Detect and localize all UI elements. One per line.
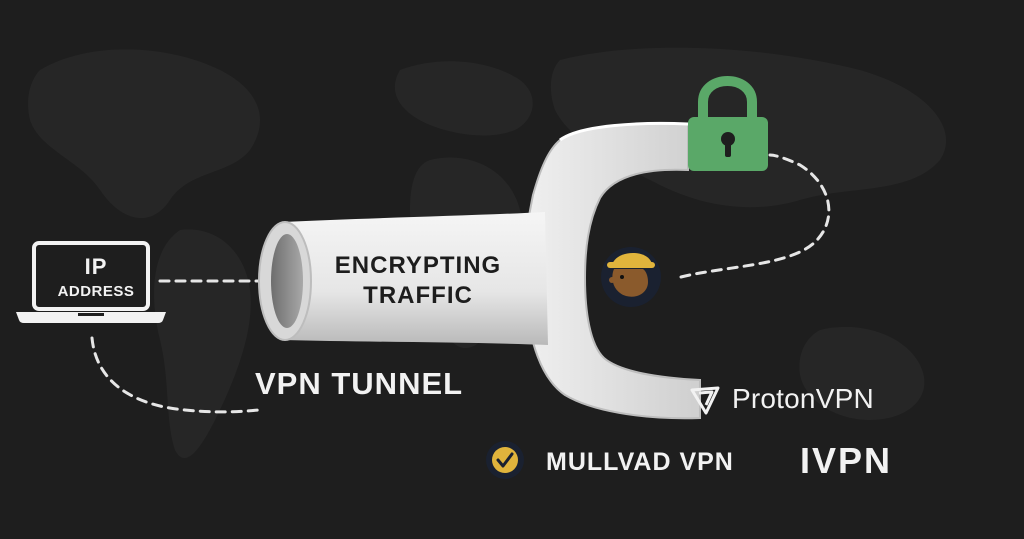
vpn-tunnel-title: VPN TUNNEL <box>255 366 464 401</box>
padlock-icon <box>688 76 768 171</box>
ivpn-label: IVPN <box>800 440 893 481</box>
laptop-icon <box>16 241 166 323</box>
proton-logo-icon <box>690 386 720 415</box>
checkmark-icon <box>486 441 524 479</box>
mullvad-mole-icon <box>601 247 661 307</box>
traffic-label: TRAFFIC <box>363 282 473 309</box>
vpn-tunnel <box>258 121 701 420</box>
protonvpn-label: ProtonVPN <box>732 383 874 414</box>
tunnel-label: ENCRYPTING TRAFFIC <box>318 251 518 311</box>
laptop-screen-label: IP ADDRESS <box>42 254 150 300</box>
encrypting-label: ENCRYPTING <box>334 252 502 279</box>
mullvad-vpn-label: MULLVAD VPN <box>546 448 734 476</box>
address-label: ADDRESS <box>57 283 135 300</box>
ip-label: IP <box>84 254 108 279</box>
dashed-connections <box>90 153 831 414</box>
